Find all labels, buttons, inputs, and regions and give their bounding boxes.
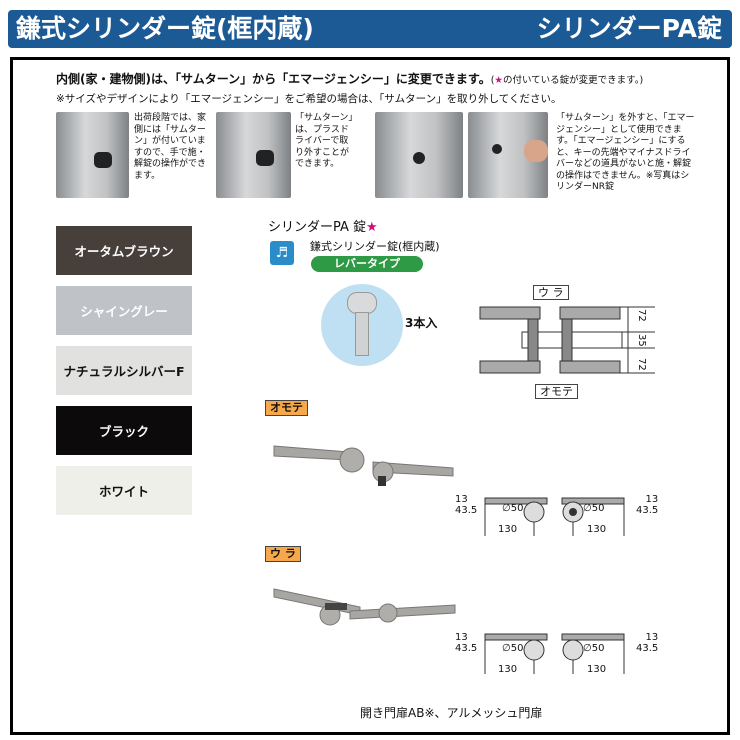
phi-right: ∅50 [583,503,605,514]
photo-thumbturn [56,112,129,198]
swatch-label: ブラック [98,424,149,439]
lock-type-icon: ♬ [270,241,294,265]
note-small: (★の付いている錠が変更できます。) [491,75,643,86]
key-count: 3本入 [405,316,438,330]
photo-key-insert [468,112,548,198]
dim-diagram-ura [484,633,625,674]
product-name: シリンダーPA 錠★ [268,216,378,235]
dim-13: 13 [455,494,468,505]
handle-top-right [559,306,621,320]
dim-43-5: 43.5 [455,643,478,654]
lever-handle-omote [273,445,454,486]
dim-43-5: 43.5 [636,643,659,654]
main-note-text: 内側(家・建物側)は、「サムターン」から「エマージェンシー」に変更できます。 [56,72,491,86]
width-left: 130 [498,524,518,535]
title-right: シリンダーPA錠 [536,14,722,43]
star-icon: ★ [494,75,503,86]
dim-diagram-omote [484,497,625,536]
title-bar: 鎌式シリンダー錠(框内蔵) シリンダーPA錠 [8,10,732,48]
product-name-text: シリンダーPA 錠 [268,220,367,235]
caption-1: 出荷段階では、家側には「サムターン」が付いていますので、手で施・解錠の操作ができ… [134,113,207,181]
phi-left: ∅50 [502,503,524,514]
photo-screwdriver [216,112,291,198]
color-swatch-black[interactable]: ブラック [56,406,192,455]
phi-left: ∅50 [502,643,524,654]
lever-handle-ura [273,588,456,626]
swatch-label: シャイングレー [80,304,168,319]
caption-2: 「サムターン」は、プラスドライバーで取り外すことができます。 [295,113,353,169]
product-type: 鎌式シリンダー錠(框内蔵) [310,240,440,253]
handle-bottom-left [479,360,541,374]
content-frame [10,57,730,735]
omote-label: オモテ [535,384,578,399]
ura-tag: ウ ラ [265,546,301,562]
compatible-doors: 開き門扉AB※、アルメッシュ門扉 [360,706,543,720]
paren: ( [490,75,495,86]
width-right: 130 [587,524,607,535]
lever-type-badge: レバータイプ [311,256,423,272]
dim-72-bottom: 72 [636,358,647,371]
star-icon: ★ [366,220,378,235]
dim-13: 13 [455,632,468,643]
key-illustration [321,284,403,366]
dim-72-top: 72 [636,309,647,322]
title-left: 鎌式シリンダー錠(框内蔵) [16,14,314,43]
sub-note: ※サイズやデザインにより「エマージェンシー」をご希望の場合は、「サムターン」を取… [56,93,562,105]
dim-43-5: 43.5 [636,505,659,516]
swatch-label: オータムブラウン [74,244,174,259]
dim-35: 35 [636,334,647,347]
caption-3: 「サムターン」を外すと、「エマージェンシー」として使用できます。「エマージェンシ… [556,113,695,192]
width-right: 130 [587,664,607,675]
handle-bottom-right [559,360,621,374]
color-swatch-natural-silver[interactable]: ナチュラルシルバーF [56,346,192,395]
omote-tag: オモテ [265,400,308,416]
color-swatch-autumn-brown[interactable]: オータムブラウン [56,226,192,275]
phi-right: ∅50 [583,643,605,654]
handle-top-left [479,306,541,320]
note-small-text: の付いている錠が変更できます。) [502,75,644,86]
ura-label: ウ ラ [533,285,569,300]
main-note: 内側(家・建物側)は、「サムターン」から「エマージェンシー」に変更できます。(★… [56,70,643,87]
section-diagram-top [479,306,655,374]
dim-13: 13 [645,632,659,643]
dim-13: 13 [645,494,659,505]
swatch-label: ナチュラルシルバーF [63,364,185,379]
width-left: 130 [498,664,518,675]
color-swatch-white[interactable]: ホワイト [56,466,192,515]
swatch-label: ホワイト [98,484,149,499]
photo-emergency [375,112,463,198]
dim-43-5: 43.5 [455,505,478,516]
color-swatch-shine-grey[interactable]: シャイングレー [56,286,192,335]
